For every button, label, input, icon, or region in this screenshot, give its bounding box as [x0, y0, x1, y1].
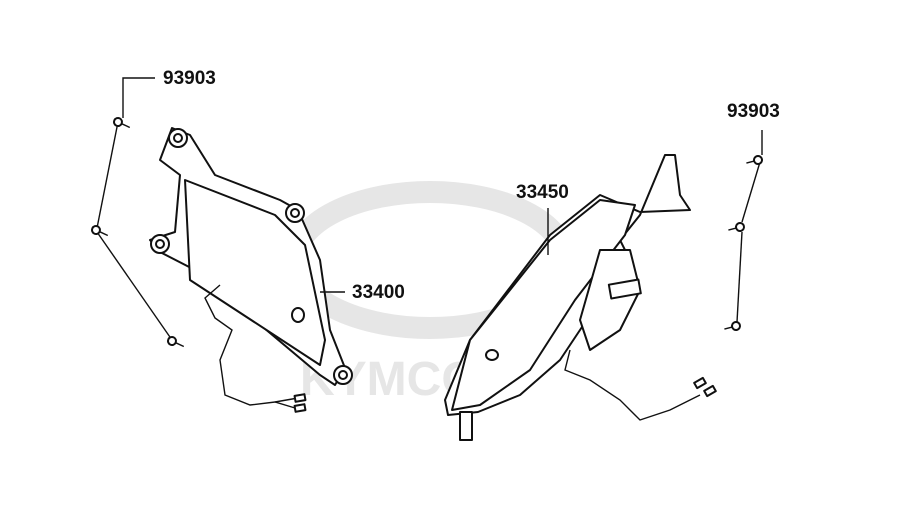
callout-33400: 33400: [352, 282, 405, 303]
left-winker-33400: [149, 127, 353, 413]
right-screws: [724, 130, 763, 331]
right-winker-33450: [444, 154, 717, 441]
callout-93903-left: 93903: [163, 68, 216, 89]
callout-33450: 33450: [516, 182, 569, 203]
callout-93903-right: 93903: [727, 101, 780, 122]
left-screws: [91, 77, 185, 348]
